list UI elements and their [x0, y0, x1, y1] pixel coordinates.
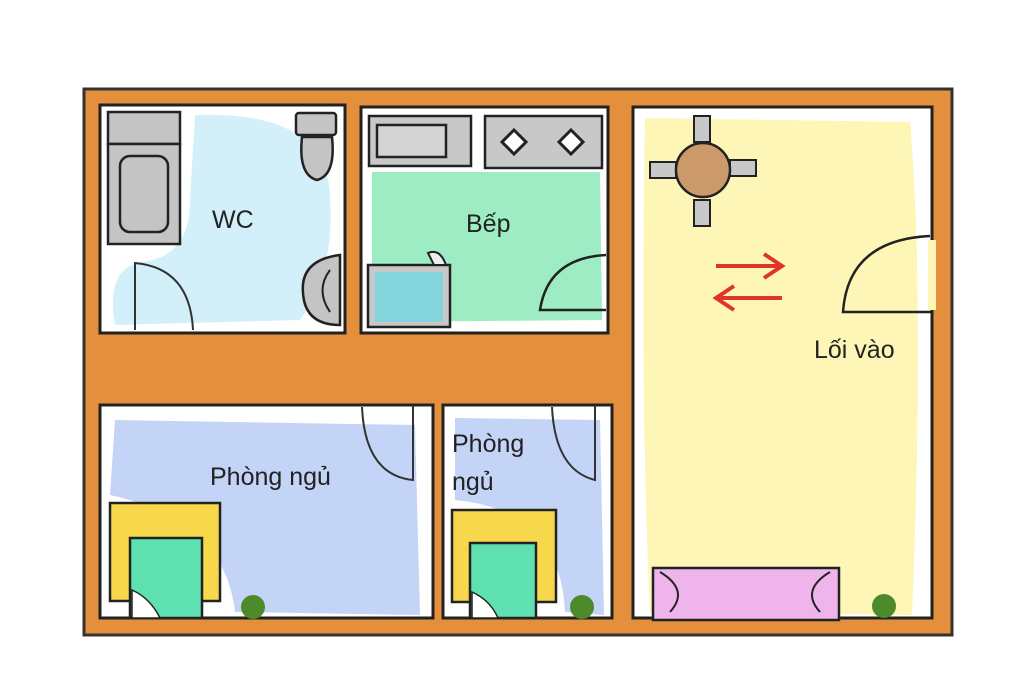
room-bedroom-large: Phòng ngủ	[98, 403, 435, 620]
bathtub-icon	[106, 110, 182, 146]
room-label-bedroom-small-line1: Phòng	[452, 430, 524, 458]
door-icon	[551, 405, 596, 482]
toilet-icon	[294, 111, 338, 137]
room-kitchen: Bếp	[359, 105, 610, 335]
room-label-bedroom-small-line2: ngủ	[452, 468, 494, 496]
sofa-icon	[651, 566, 841, 622]
bed-icon	[450, 508, 558, 620]
door-icon	[134, 261, 194, 331]
room-wc: WC	[98, 103, 347, 335]
room-entrance: Lối vào	[631, 105, 936, 622]
entrance-door-icon	[841, 234, 932, 314]
room-bedroom-small: Phòng ngủ	[441, 403, 614, 620]
room-label-wc: WC	[212, 206, 254, 234]
door-icon	[361, 405, 414, 482]
plant-icon	[570, 595, 594, 619]
stove-icon	[483, 114, 604, 170]
sink-icon	[301, 253, 342, 327]
arrows-icon	[712, 252, 786, 312]
room-label-bedroom-large: Phòng ngủ	[210, 463, 331, 491]
plant-icon	[872, 594, 896, 618]
door-icon	[538, 253, 607, 312]
room-label-kitchen: Bếp	[466, 210, 510, 238]
room-label-entrance: Lối vào	[814, 336, 895, 364]
plant-icon	[241, 595, 265, 619]
bed-icon	[108, 501, 222, 620]
dining-table-icon	[649, 115, 757, 227]
